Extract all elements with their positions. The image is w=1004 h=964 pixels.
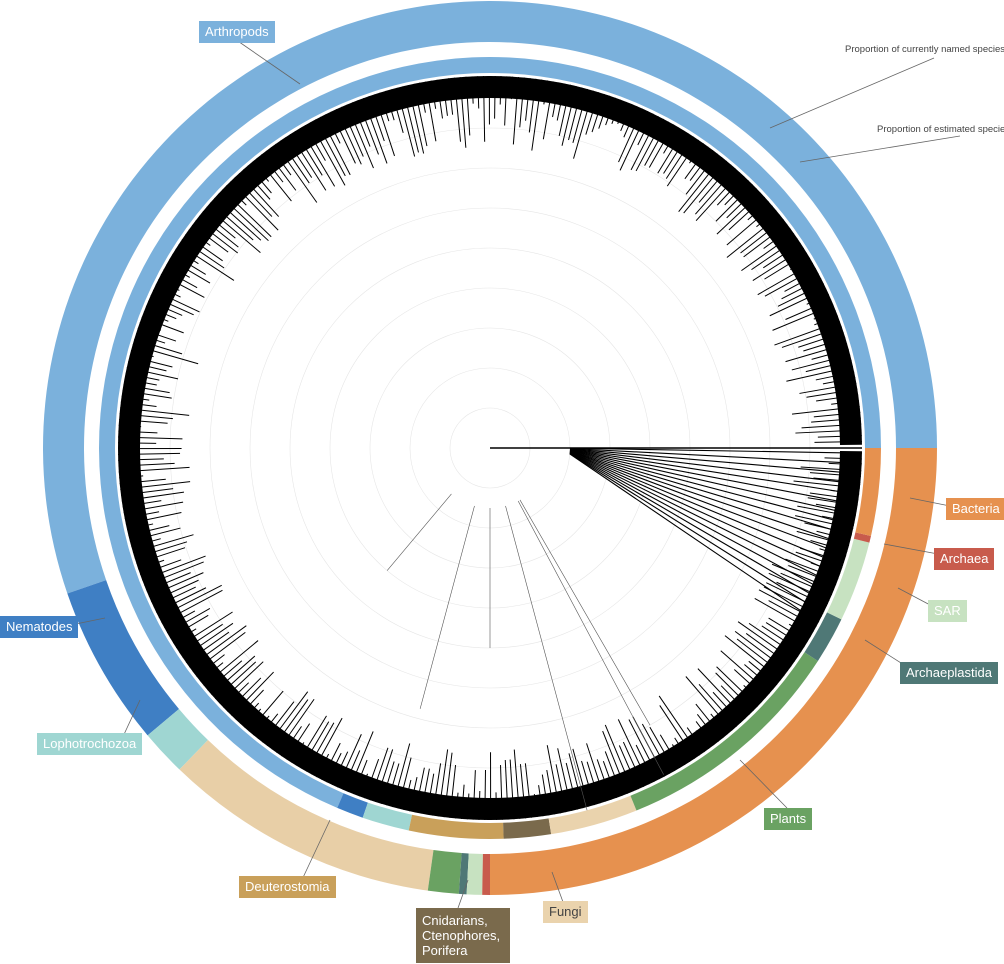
internal-branch: [518, 501, 664, 775]
leader-line: [800, 136, 960, 162]
bacteria-branch: [570, 454, 823, 614]
clade-branch: [118, 443, 156, 444]
internal-branch: [420, 506, 474, 709]
clade-branch: [485, 770, 486, 820]
internal-branch: [387, 494, 451, 571]
label-fungi: Fungi: [543, 901, 588, 923]
label-lophotrochozoa: Lophotrochozoa: [37, 733, 142, 755]
bacteria-branch: [570, 451, 849, 545]
bacteria-branch: [570, 454, 819, 623]
named-segment-cnidarians: [503, 818, 551, 838]
label-sar: SAR: [928, 600, 967, 622]
label-archaea: Archaea: [934, 548, 994, 570]
estimated-segment-plants: [428, 850, 462, 894]
bacteria-branch: [570, 451, 854, 526]
bacteria-branch: [570, 450, 858, 505]
label-plants: Plants: [764, 808, 812, 830]
estimated-segment-archaea: [482, 854, 490, 895]
clade-branch: [495, 76, 496, 119]
internal-branch: [520, 500, 650, 725]
leader-line: [770, 58, 934, 128]
label-bacteria: Bacteria: [946, 498, 1004, 520]
annotation-named-species: Proportion of currently named species: [845, 44, 1004, 55]
bacteria-branch: [570, 453, 832, 595]
label-deuterostomia: Deuterostomia: [239, 876, 336, 898]
label-cnidarians: Cnidarians, Ctenophores, Porifera: [416, 908, 510, 963]
label-nematodes: Nematodes: [0, 616, 78, 638]
label-archaeplastida: Archaeplastida: [900, 662, 998, 684]
phylogeny-tree: [118, 76, 862, 825]
estimated-segment-sar: [467, 853, 483, 894]
annotation-estimated-species: Proportion of estimated species: [877, 124, 1004, 135]
label-arthropods: Arthropods: [199, 21, 275, 43]
